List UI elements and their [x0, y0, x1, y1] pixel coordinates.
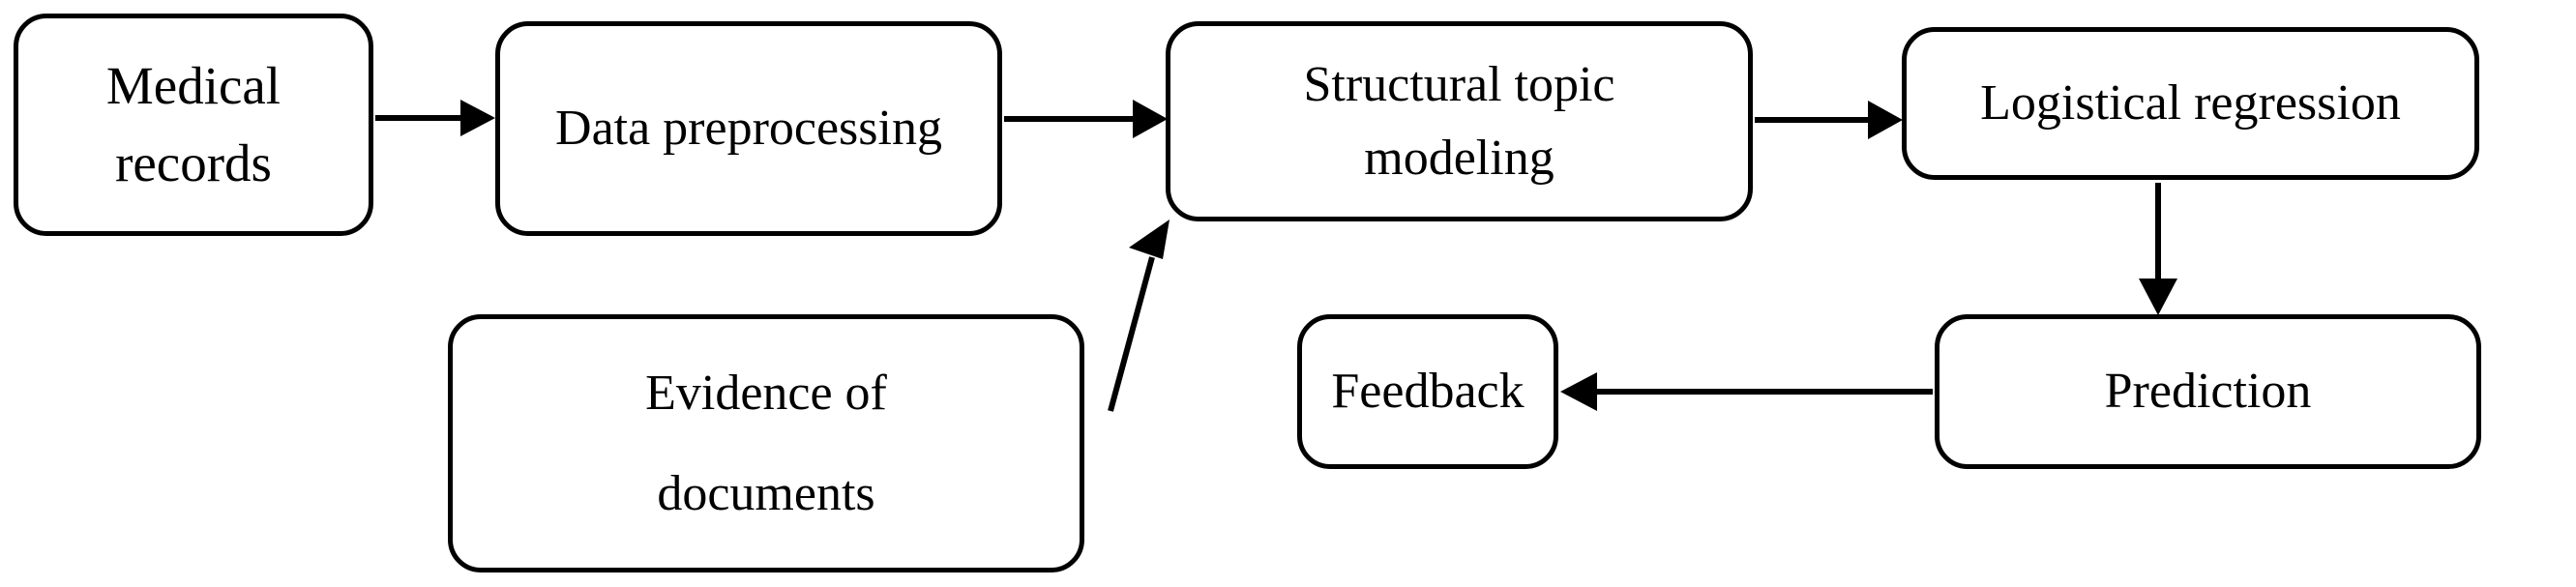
edge-data-preprocessing-to-structural-topic-modeling [1004, 100, 1168, 138]
node-prediction[interactable]: Prediction [1935, 314, 2481, 469]
edge-structural-topic-modeling-to-logistical-regression [1755, 101, 1903, 139]
node-medical-records[interactable]: Medical records [14, 14, 373, 236]
node-data-preprocessing-label: Data preprocessing [555, 101, 942, 157]
node-structural-topic-modeling-label: Structural topic modeling [1303, 57, 1615, 186]
edge-medical-records-to-data-preprocessing [375, 100, 495, 136]
edge-evidence-of-documents-to-structural-topic-modeling [1108, 220, 1170, 412]
node-feedback-label: Feedback [1331, 364, 1525, 420]
node-prediction-label: Prediction [2104, 364, 2312, 420]
edge-logistical-regression-to-prediction [2139, 183, 2177, 315]
node-logistical-regression[interactable]: Logistical regression [1902, 27, 2479, 180]
node-evidence-of-documents-label: Evidence of documents [645, 365, 887, 521]
edge-prediction-to-feedback [1560, 372, 1933, 411]
node-feedback[interactable]: Feedback [1297, 314, 1558, 469]
node-medical-records-label: Medical records [105, 56, 281, 192]
node-logistical-regression-label: Logistical regression [1980, 75, 2401, 132]
node-structural-topic-modeling[interactable]: Structural topic modeling [1166, 21, 1753, 221]
node-evidence-of-documents[interactable]: Evidence of documents [448, 314, 1084, 572]
node-data-preprocessing[interactable]: Data preprocessing [495, 21, 1002, 236]
